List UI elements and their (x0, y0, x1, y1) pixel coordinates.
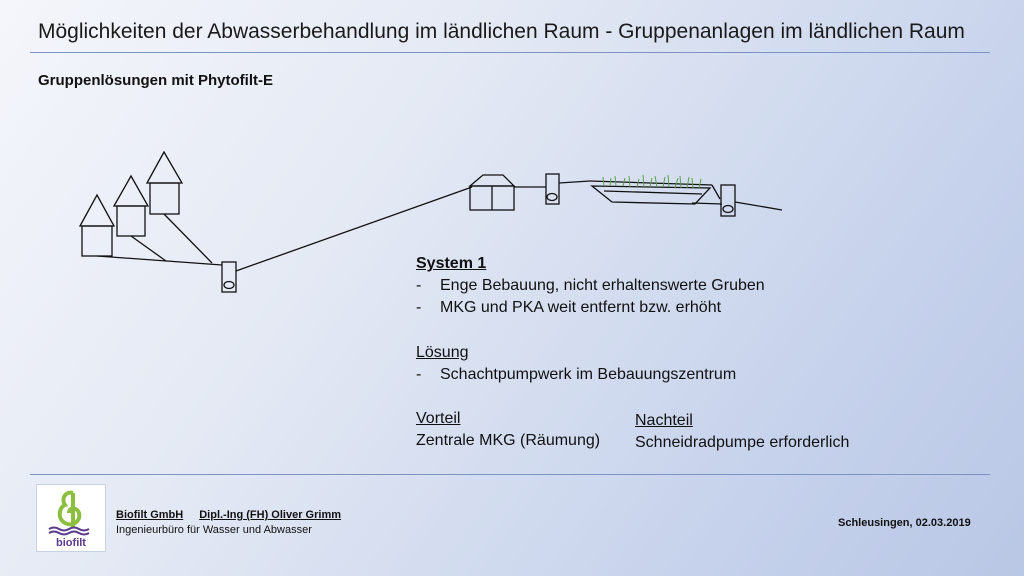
advantage-text: Zentrale MKG (Räumung) (416, 432, 601, 449)
pressure-line (235, 186, 473, 272)
system-bullet-1: -Enge Bebauung, nicht erhaltenswerte Gru… (416, 277, 765, 294)
logo-wordmark: biofilt (56, 537, 86, 549)
system-block: System 1 -Enge Bebauung, nicht erhaltens… (416, 253, 765, 319)
footer-company-line: Biofilt GmbH Dipl.-Ing (FH) Oliver Grimm (116, 509, 341, 521)
advantage-block: Vorteil Zentrale MKG (Räumung) (416, 408, 600, 452)
biofilt-logo: biofilt (36, 484, 106, 552)
footer-person: Dipl.-Ing (FH) Oliver Grimm (199, 509, 342, 521)
footer-company-name: Biofilt GmbH (116, 509, 184, 521)
footer-divider (30, 474, 990, 475)
pump-shaft-icon (221, 261, 237, 293)
slide-subtitle: Gruppenlösungen mit Phytofilt-E (38, 72, 273, 89)
reed-plants-icon (602, 174, 702, 189)
advantage-heading: Vorteil (416, 410, 461, 427)
house-2-icon (112, 174, 150, 237)
footer-subtitle: Ingenieurbüro für Wasser und Abwasser (116, 524, 312, 536)
slide-title: Möglichkeiten der Abwasserbehandlung im … (38, 20, 965, 43)
shaft-2-icon (545, 173, 560, 205)
connection-line-2 (558, 180, 591, 184)
house-3-icon (145, 150, 184, 215)
disadvantage-text: Schneidradpumpe erforderlich (635, 434, 850, 451)
system-bullet-2: -MKG und PKA weit entfernt bzw. erhöht (416, 299, 722, 316)
solution-block: Lösung -Schachtpumpwerk im Bebauungszent… (416, 342, 736, 386)
shaft-3-icon (691, 184, 736, 217)
outlet-line (734, 201, 783, 211)
house-1-icon (78, 193, 116, 257)
footer-date: Schleusingen, 02.03.2019 (838, 517, 971, 529)
house-sewer-lines (96, 213, 223, 266)
system-heading: System 1 (416, 255, 487, 272)
solution-heading: Lösung (416, 344, 469, 361)
treatment-building-icon (468, 174, 516, 211)
disadvantage-heading: Nachteil (635, 412, 693, 429)
disadvantage-block: Nachteil Schneidradpumpe erforderlich (635, 410, 849, 454)
title-divider (30, 52, 990, 53)
solution-bullet-1: -Schachtpumpwerk im Bebauungszentrum (416, 366, 737, 383)
